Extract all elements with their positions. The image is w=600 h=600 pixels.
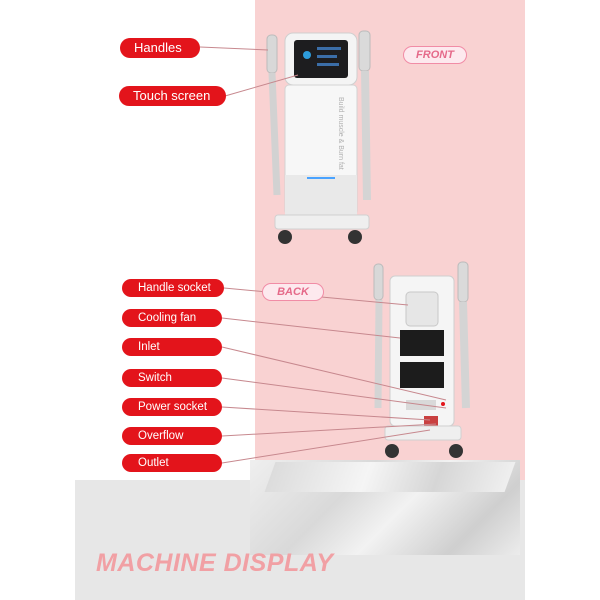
label-switch: Switch <box>122 369 222 387</box>
machine-display-title: MACHINE DISPLAY <box>96 549 334 577</box>
label-outlet: Outlet <box>122 454 222 472</box>
label-touch-screen: Touch screen <box>119 86 226 106</box>
label-handles: Handles <box>120 38 200 58</box>
label-overflow: Overflow <box>122 427 222 445</box>
label-cooling-fan: Cooling fan <box>122 309 222 327</box>
label-power-socket: Power socket <box>122 398 222 416</box>
front-device-text: Build muscle & Burn fat <box>337 97 344 170</box>
label-handle-socket: Handle socket <box>122 279 224 297</box>
front-machine-illustration: Build muscle & Burn fat <box>266 30 371 244</box>
back-machine-illustration <box>373 261 470 458</box>
front-tag: FRONT <box>403 46 467 64</box>
label-inlet: Inlet <box>122 338 222 356</box>
back-tag: BACK <box>262 283 324 301</box>
